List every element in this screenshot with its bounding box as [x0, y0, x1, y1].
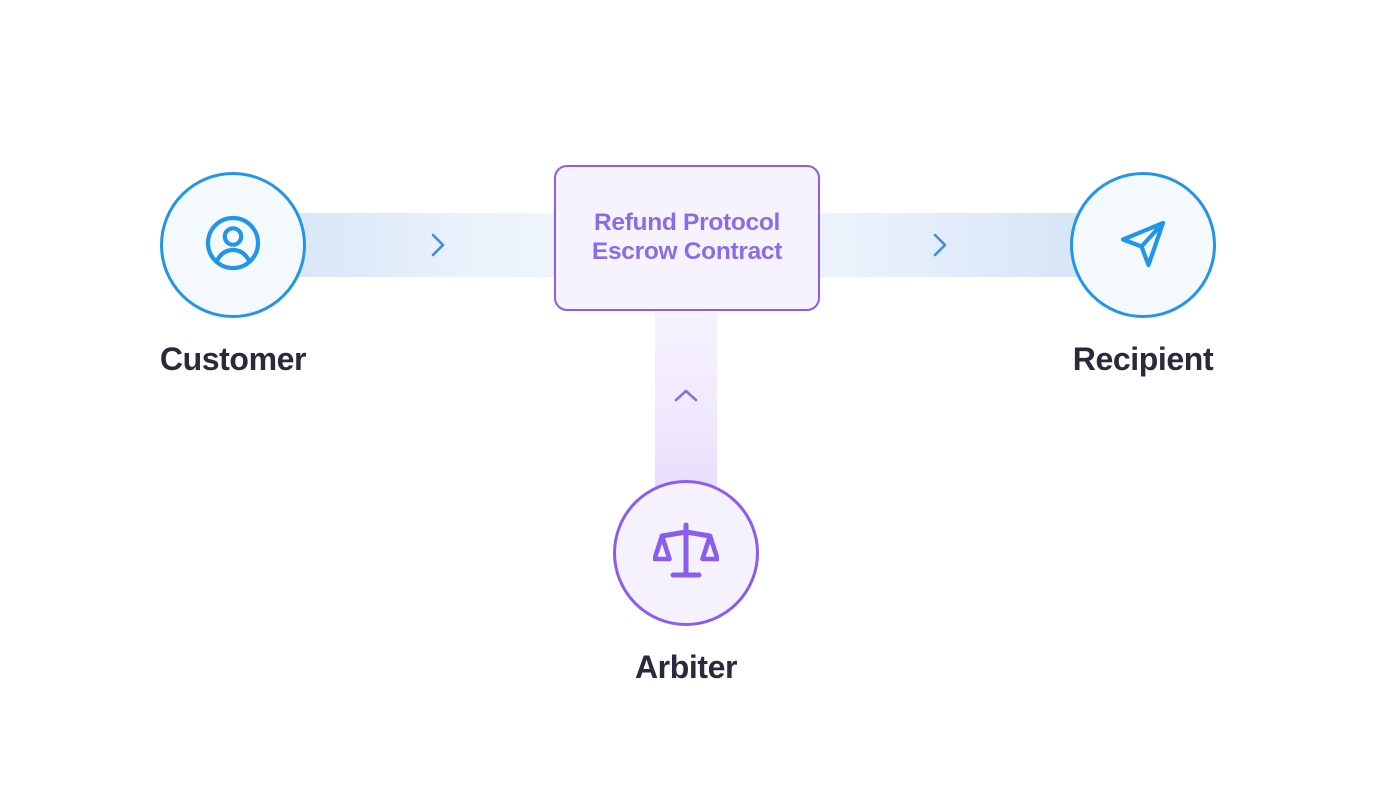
node-label-recipient: Recipient	[1072, 341, 1214, 377]
user-avatar-icon	[202, 212, 264, 279]
node-customer[interactable]	[160, 172, 306, 318]
chevron-right-icon	[925, 230, 955, 260]
node-recipient[interactable]	[1070, 172, 1216, 318]
scales-of-justice-icon	[652, 519, 720, 588]
escrow-contract-label: Refund Protocol Escrow Contract	[591, 209, 783, 265]
send-paper-plane-icon	[1111, 211, 1175, 280]
escrow-contract-box[interactable]: Refund Protocol Escrow Contract	[554, 165, 820, 311]
node-label-arbiter: Arbiter	[634, 649, 738, 685]
node-arbiter[interactable]	[613, 480, 759, 626]
chevron-up-icon	[671, 381, 701, 411]
node-label-customer: Customer	[159, 341, 307, 377]
chevron-right-icon	[423, 230, 453, 260]
